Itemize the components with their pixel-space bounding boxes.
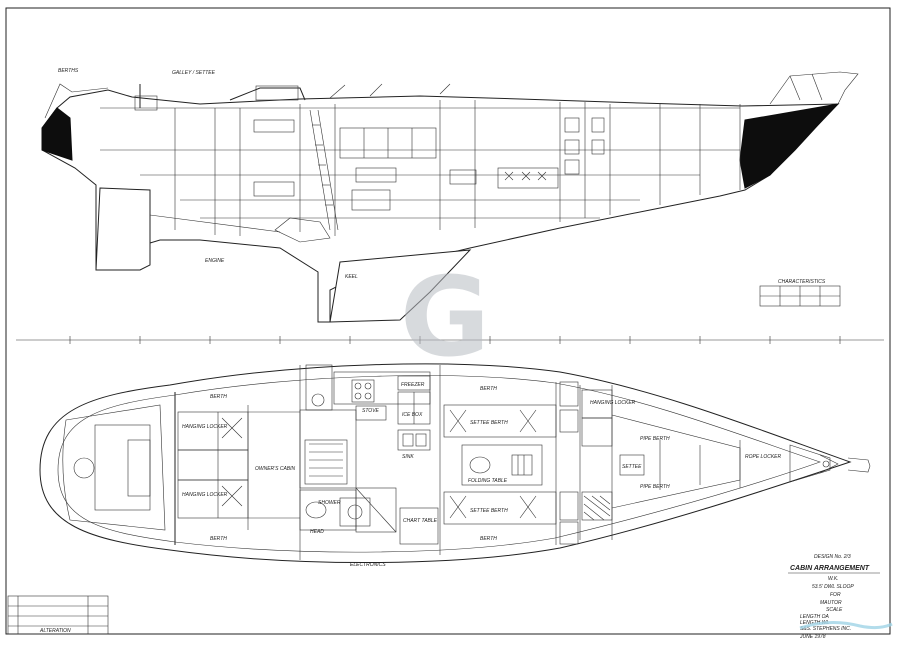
title-design-number: DESIGN No. 2/3 (814, 554, 851, 560)
label-berth-port-aft: BERTH (210, 394, 227, 400)
sheet-border (5, 7, 891, 635)
watermark-wave (799, 621, 893, 630)
saloon (399, 365, 557, 555)
hull-plan-inner (57, 375, 821, 553)
title-spec-1: LENGTH OA (800, 614, 830, 620)
label-pipe-berth-1: PIPE BERTH (640, 436, 670, 442)
label-owners-cabin: OWNER'S CABIN (255, 466, 296, 472)
plan-view: BERTH BERTH BERTH BERTH HANGING LOCKER H… (39, 363, 871, 568)
label-hanging-locker-2: HANGING LOCKER (182, 492, 228, 498)
profile-interior (100, 100, 741, 236)
hatch-aft (255, 85, 299, 101)
title-line-1: W.K. (828, 576, 839, 582)
title-designer: S&S. STEPHENS INC. (800, 626, 851, 632)
bow-pulpit (769, 71, 859, 105)
rudder (95, 187, 151, 271)
cockpit (62, 404, 166, 531)
basin-icon (347, 504, 363, 520)
head-compartment (299, 409, 397, 533)
label-hanging-locker-fwd: HANGING LOCKER (590, 400, 636, 406)
station-ticks (69, 336, 841, 344)
title-date: JUNE 1978 (799, 634, 826, 640)
toilet-icon (305, 501, 327, 519)
title-line-2: 53.5' DWL SLOOP (812, 584, 854, 590)
keel-fin (329, 249, 472, 323)
label-berth-stbd-aft: BERTH (210, 536, 227, 542)
bow-shading (739, 103, 840, 189)
label-hanging-locker-1: HANGING LOCKER (182, 424, 228, 430)
hull-plan-outline (39, 363, 852, 564)
label-shower: SHOWER (318, 500, 341, 506)
profile-note-engine: ENGINE (205, 258, 225, 264)
profile-note-keel: KEEL (345, 274, 358, 280)
galley-sink (397, 429, 431, 451)
revision-block: ALTERATION (7, 595, 109, 635)
characteristics-table: CHARACTERISTICS (759, 279, 841, 307)
profile-note-aft: BERTHS (58, 68, 79, 74)
stern-shading (41, 107, 73, 161)
profile-view: BERTHS GALLEY / SETTEE ENGINE KEEL CHARA… (16, 68, 884, 344)
label-electronics: ELECTRONICS (350, 562, 386, 568)
label-ice-box: ICE BOX (402, 412, 423, 418)
companionway-ladder (309, 109, 339, 231)
watermark-logo: G (400, 253, 490, 381)
deckhouse (229, 87, 306, 101)
title-scale: SCALE (826, 607, 843, 613)
title-line-4: MAUTOR (820, 600, 842, 606)
label-settee: SETTEE (622, 464, 642, 470)
sink-basin (339, 497, 371, 527)
label-settee-berth-1: SETTEE BERTH (470, 420, 508, 426)
label-berth-stbd-mid: BERTH (480, 536, 497, 542)
label-settee-berth-2: SETTEE BERTH (470, 508, 508, 514)
label-head: HEAD (310, 529, 324, 535)
forepeak (739, 440, 871, 488)
title-cabin-arrangement: CABIN ARRANGEMENT (790, 565, 870, 572)
label-folding-table: FOLDING TABLE (468, 478, 508, 484)
rudder-post-icon (311, 393, 325, 407)
chart-table (399, 507, 439, 545)
stern-pulpit (44, 83, 109, 119)
shower-tray (304, 439, 348, 485)
cockpit-wheel-box (127, 439, 151, 497)
stove-icon (351, 379, 375, 403)
galley (305, 364, 431, 451)
label-freezer: FREEZER (401, 382, 425, 388)
steering-wheel-icon (73, 457, 95, 479)
profile-note-mid: GALLEY / SETTEE (172, 70, 216, 76)
label-stove: STOVE (362, 408, 380, 414)
label-berth-port-mid: BERTH (480, 386, 497, 392)
engine-block (274, 217, 331, 243)
label-sink: SINK (402, 454, 414, 460)
title-line-3: FOR (830, 592, 841, 598)
folding-table (461, 444, 543, 486)
revision-header: ALTERATION (39, 628, 71, 634)
label-rope-locker: ROPE LOCKER (745, 454, 782, 460)
characteristics-title: CHARACTERISTICS (778, 279, 826, 285)
label-pipe-berth-2: PIPE BERTH (640, 484, 670, 490)
label-chart-table: CHART TABLE (403, 518, 438, 524)
nav-station (497, 167, 559, 189)
